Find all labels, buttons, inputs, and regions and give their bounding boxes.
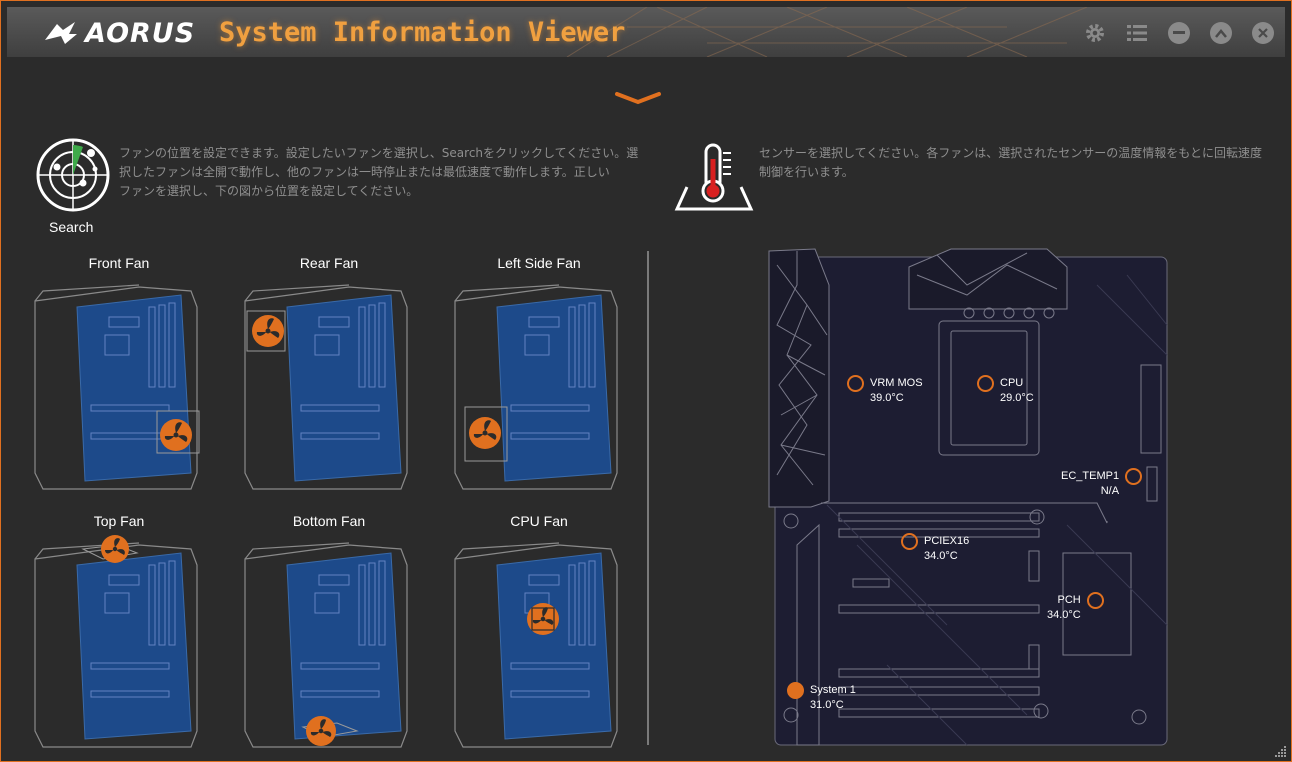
sensor-value: 39.0°C xyxy=(870,392,904,404)
collapse-chevron-icon[interactable] xyxy=(613,89,663,107)
sensor-value: 34.0°C xyxy=(1047,609,1081,621)
restore-icon[interactable] xyxy=(1209,21,1233,45)
fan-icon xyxy=(101,535,129,563)
fan-bottom-label: Bottom Fan xyxy=(292,513,366,529)
pc-case-top-fan[interactable] xyxy=(19,535,219,749)
section-divider xyxy=(647,251,649,745)
app-title: System Information Viewer xyxy=(219,17,626,48)
aorus-logo: AORUS xyxy=(43,17,195,49)
sensor-vrm-mos[interactable]: VRM MOS 39.0°C xyxy=(847,375,923,404)
pc-case-bottom-fan[interactable] xyxy=(229,535,429,749)
fan-icon xyxy=(252,315,284,347)
sensor-name: CPU xyxy=(1000,377,1024,389)
fan-icon xyxy=(306,716,336,746)
sensor-radio[interactable] xyxy=(901,533,918,550)
sensor-radio[interactable] xyxy=(847,375,864,392)
sensor-ec-temp1[interactable]: EC_TEMP1 N/A xyxy=(1061,468,1143,497)
radar-icon[interactable] xyxy=(35,137,111,213)
sensor-name: PCIEX16 xyxy=(924,535,970,547)
fan-icon xyxy=(160,419,192,451)
fan-cpu-label: CPU Fan xyxy=(510,513,568,529)
fan-cpu[interactable]: CPU Fan xyxy=(439,513,639,749)
sensor-radio[interactable] xyxy=(1086,592,1104,609)
resize-grip-icon[interactable] xyxy=(1275,745,1287,757)
pc-case-front-fan[interactable] xyxy=(19,277,219,491)
fan-top[interactable]: Top Fan xyxy=(19,513,219,749)
sensor-value: 31.0°C xyxy=(810,699,844,711)
sensor-name: EC_TEMP1 xyxy=(1061,470,1120,482)
sensor-value: N/A xyxy=(1100,485,1120,497)
gear-icon[interactable] xyxy=(1083,21,1107,45)
minimize-icon[interactable] xyxy=(1167,21,1191,45)
fan-icon xyxy=(469,417,501,449)
brand-name: AORUS xyxy=(85,17,196,49)
motherboard-image xyxy=(768,248,1168,746)
fan-description: ファンの位置を設定できます。設定したいファンを選択し、Searchをクリックして… xyxy=(119,144,639,201)
fan-description-line: ファンを選択し、下の図から位置を設定してください。 xyxy=(119,184,419,198)
sensor-description: センサーを選択してください。各ファンは、選択されたセンサーの温度情報をもとに回転… xyxy=(759,144,1285,182)
fan-front-label: Front Fan xyxy=(88,255,150,271)
sensor-description-line: センサーを選択してください。各ファンは、選択されたセンサーの温度情報をもとに回転… xyxy=(759,146,1263,160)
motherboard-diagram: VRM MOS 39.0°C CPU 29.0°C EC_TEMP1 N/A P… xyxy=(767,245,1171,749)
eagle-icon xyxy=(45,22,77,44)
fan-rear-label: Rear Fan xyxy=(299,255,359,271)
list-icon[interactable] xyxy=(1125,21,1149,45)
sensor-value: 34.0°C xyxy=(924,550,958,562)
fan-rear[interactable]: Rear Fan xyxy=(229,255,429,491)
thermometer-icon xyxy=(673,143,755,217)
fan-bottom[interactable]: Bottom Fan xyxy=(229,513,429,749)
sensor-name: VRM MOS xyxy=(870,377,923,389)
sensor-system-1[interactable]: System 1 31.0°C xyxy=(787,682,856,711)
fan-description-line: ファンの位置を設定できます。設定したいファンを選択し、Searchをクリックして… xyxy=(119,146,639,160)
sensor-value: 29.0°C xyxy=(1000,392,1034,404)
pc-case-rear-fan[interactable] xyxy=(229,277,429,491)
fan-left-side[interactable]: Left Side Fan xyxy=(439,255,639,491)
sensor-name: System 1 xyxy=(810,684,856,696)
sensor-description-line: 制御を行います。 xyxy=(759,165,854,179)
window-controls xyxy=(1083,21,1275,45)
radar-search-button[interactable] xyxy=(35,137,111,217)
close-icon[interactable] xyxy=(1251,21,1275,45)
sensor-radio[interactable] xyxy=(1125,468,1143,485)
pc-case-left-side-fan[interactable] xyxy=(439,277,639,491)
fan-description-line: 択したファンは全開で動作し、他のファンは一時停止または最低速度で動作します。正し… xyxy=(119,165,610,179)
sensor-cpu[interactable]: CPU 29.0°C xyxy=(977,375,1034,404)
title-bar-decoration xyxy=(566,7,1088,57)
sensor-pciex16[interactable]: PCIEX16 34.0°C xyxy=(901,533,969,562)
sensor-pch[interactable]: PCH 34.0°C xyxy=(1047,592,1104,621)
sensor-radio-selected[interactable] xyxy=(787,682,804,699)
title-bar[interactable]: AORUS System Information Viewer xyxy=(7,7,1285,57)
fan-front[interactable]: Front Fan xyxy=(19,255,219,491)
pc-case-cpu-fan[interactable] xyxy=(439,535,639,749)
fan-top-label: Top Fan xyxy=(93,513,145,529)
sensor-radio[interactable] xyxy=(977,375,994,392)
cpu-fan-icon xyxy=(527,603,559,635)
fan-left-side-label: Left Side Fan xyxy=(497,255,581,271)
sensor-name: PCH xyxy=(1057,594,1081,606)
search-label[interactable]: Search xyxy=(49,219,94,235)
